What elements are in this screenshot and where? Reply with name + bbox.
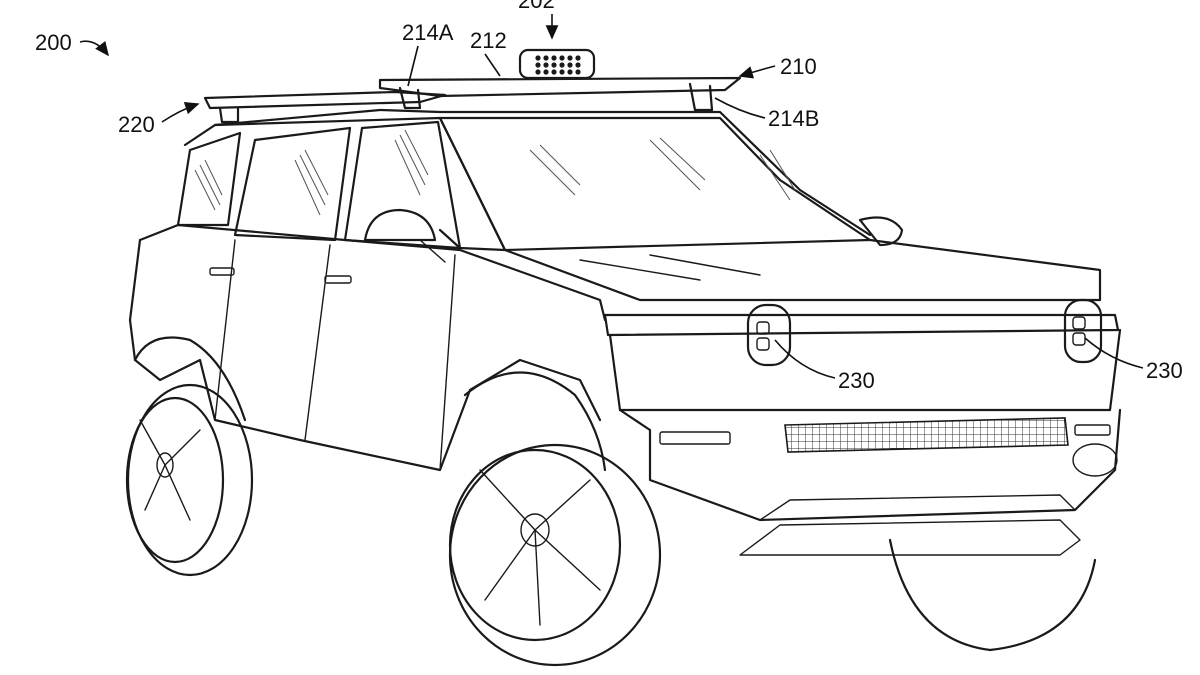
front-right-wheel bbox=[888, 538, 1097, 652]
mount-214b bbox=[688, 82, 714, 112]
mount-214a bbox=[398, 86, 422, 110]
window-hatching bbox=[194, 129, 796, 216]
label-212: 212 bbox=[470, 28, 507, 53]
roof-rack bbox=[203, 76, 742, 124]
front-grille bbox=[784, 417, 1069, 453]
label-202: 202 bbox=[518, 0, 555, 13]
label-200: 200 bbox=[35, 30, 72, 55]
reference-labels: 200 202 214A 212 210 214B 220 230 230 bbox=[35, 0, 1183, 393]
label-230-left: 230 bbox=[838, 368, 875, 393]
vehicle-body bbox=[128, 108, 1122, 556]
headlight-left bbox=[746, 303, 792, 367]
label-210: 210 bbox=[780, 54, 817, 79]
front-wheel bbox=[448, 371, 662, 667]
label-230-right: 230 bbox=[1146, 358, 1183, 383]
label-214b: 214B bbox=[768, 106, 819, 131]
rear-wheel bbox=[125, 336, 254, 577]
label-214a: 214A bbox=[402, 20, 454, 45]
light-bar bbox=[518, 48, 596, 80]
label-220: 220 bbox=[118, 112, 155, 137]
headlight-right bbox=[1063, 298, 1103, 364]
